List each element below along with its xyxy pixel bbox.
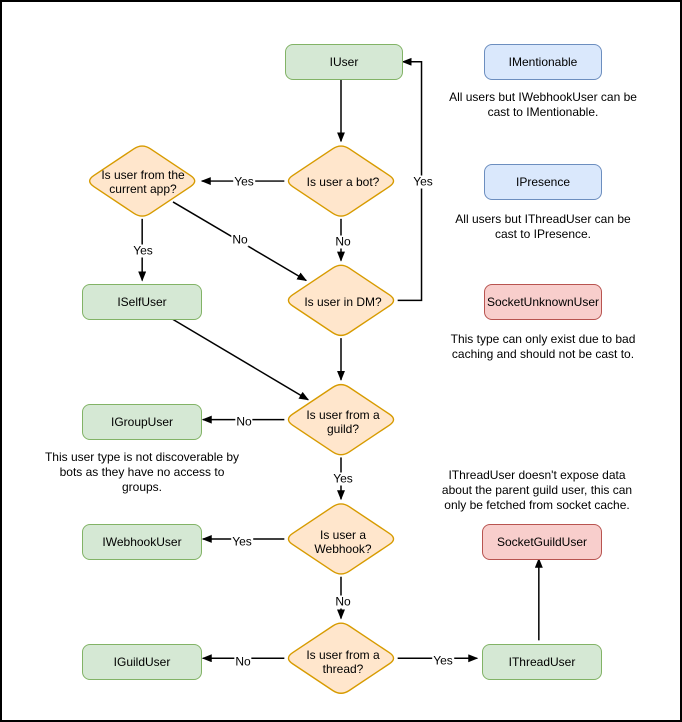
diamond-d-dm-shape [287,264,395,337]
diamond-d-webhook-shape [287,503,395,575]
edge-label-e-webhook-thread: No [334,594,352,609]
edge-label-e-bot-app: Yes [233,174,255,189]
diamond-d-app-shape [88,145,196,217]
edge-e-self-guild [170,317,310,401]
edge-label-e-dm-iuser: Yes [412,174,434,189]
node-iselfuser: ISelfUser [82,284,202,320]
edge-label-e-app-dm: No [231,232,249,247]
edge-label-e-thread-iguild: No [234,654,252,669]
node-iuser: IUser [285,44,403,80]
edge-label-e-guild-webhook: Yes [332,471,354,486]
cap-igroupuser: This user type is not discoverable by bo… [44,450,240,494]
node-iguilduser: IGuildUser [82,644,202,680]
edge-label-e-app-self: Yes [132,243,154,258]
diamond-d-thread-shape [287,622,395,694]
node-ipresence: IPresence [484,164,602,200]
cap-socketunknownuser: This type can only exist due to bad cach… [450,332,636,361]
edge-label-e-guild-group: No [235,414,253,429]
node-socketguilduser: SocketGuildUser [482,524,602,560]
diamond-d-bot-shape [287,145,395,217]
edge-label-e-bot-dm: No [334,234,352,249]
node-igroupuser: IGroupUser [82,404,202,440]
diamond-d-guild-shape [287,383,395,456]
node-socketunknownuser: SocketUnknownUser [484,284,602,320]
cap-ipresence: All users but IThreadUser can be cast to… [455,212,631,241]
edge-label-e-thread-ithread: Yes [432,653,454,668]
cap-imentionable: All users but IWebhookUser can be cast t… [449,90,637,119]
node-iwebhookuser: IWebhookUser [82,524,202,560]
edge-label-e-webhook-iwebhook: Yes [231,534,253,549]
cap-ithreaduser: IThreadUser doesn't expose data about th… [441,468,633,512]
node-imentionable: IMentionable [484,44,602,80]
node-ithreaduser: IThreadUser [482,644,602,680]
